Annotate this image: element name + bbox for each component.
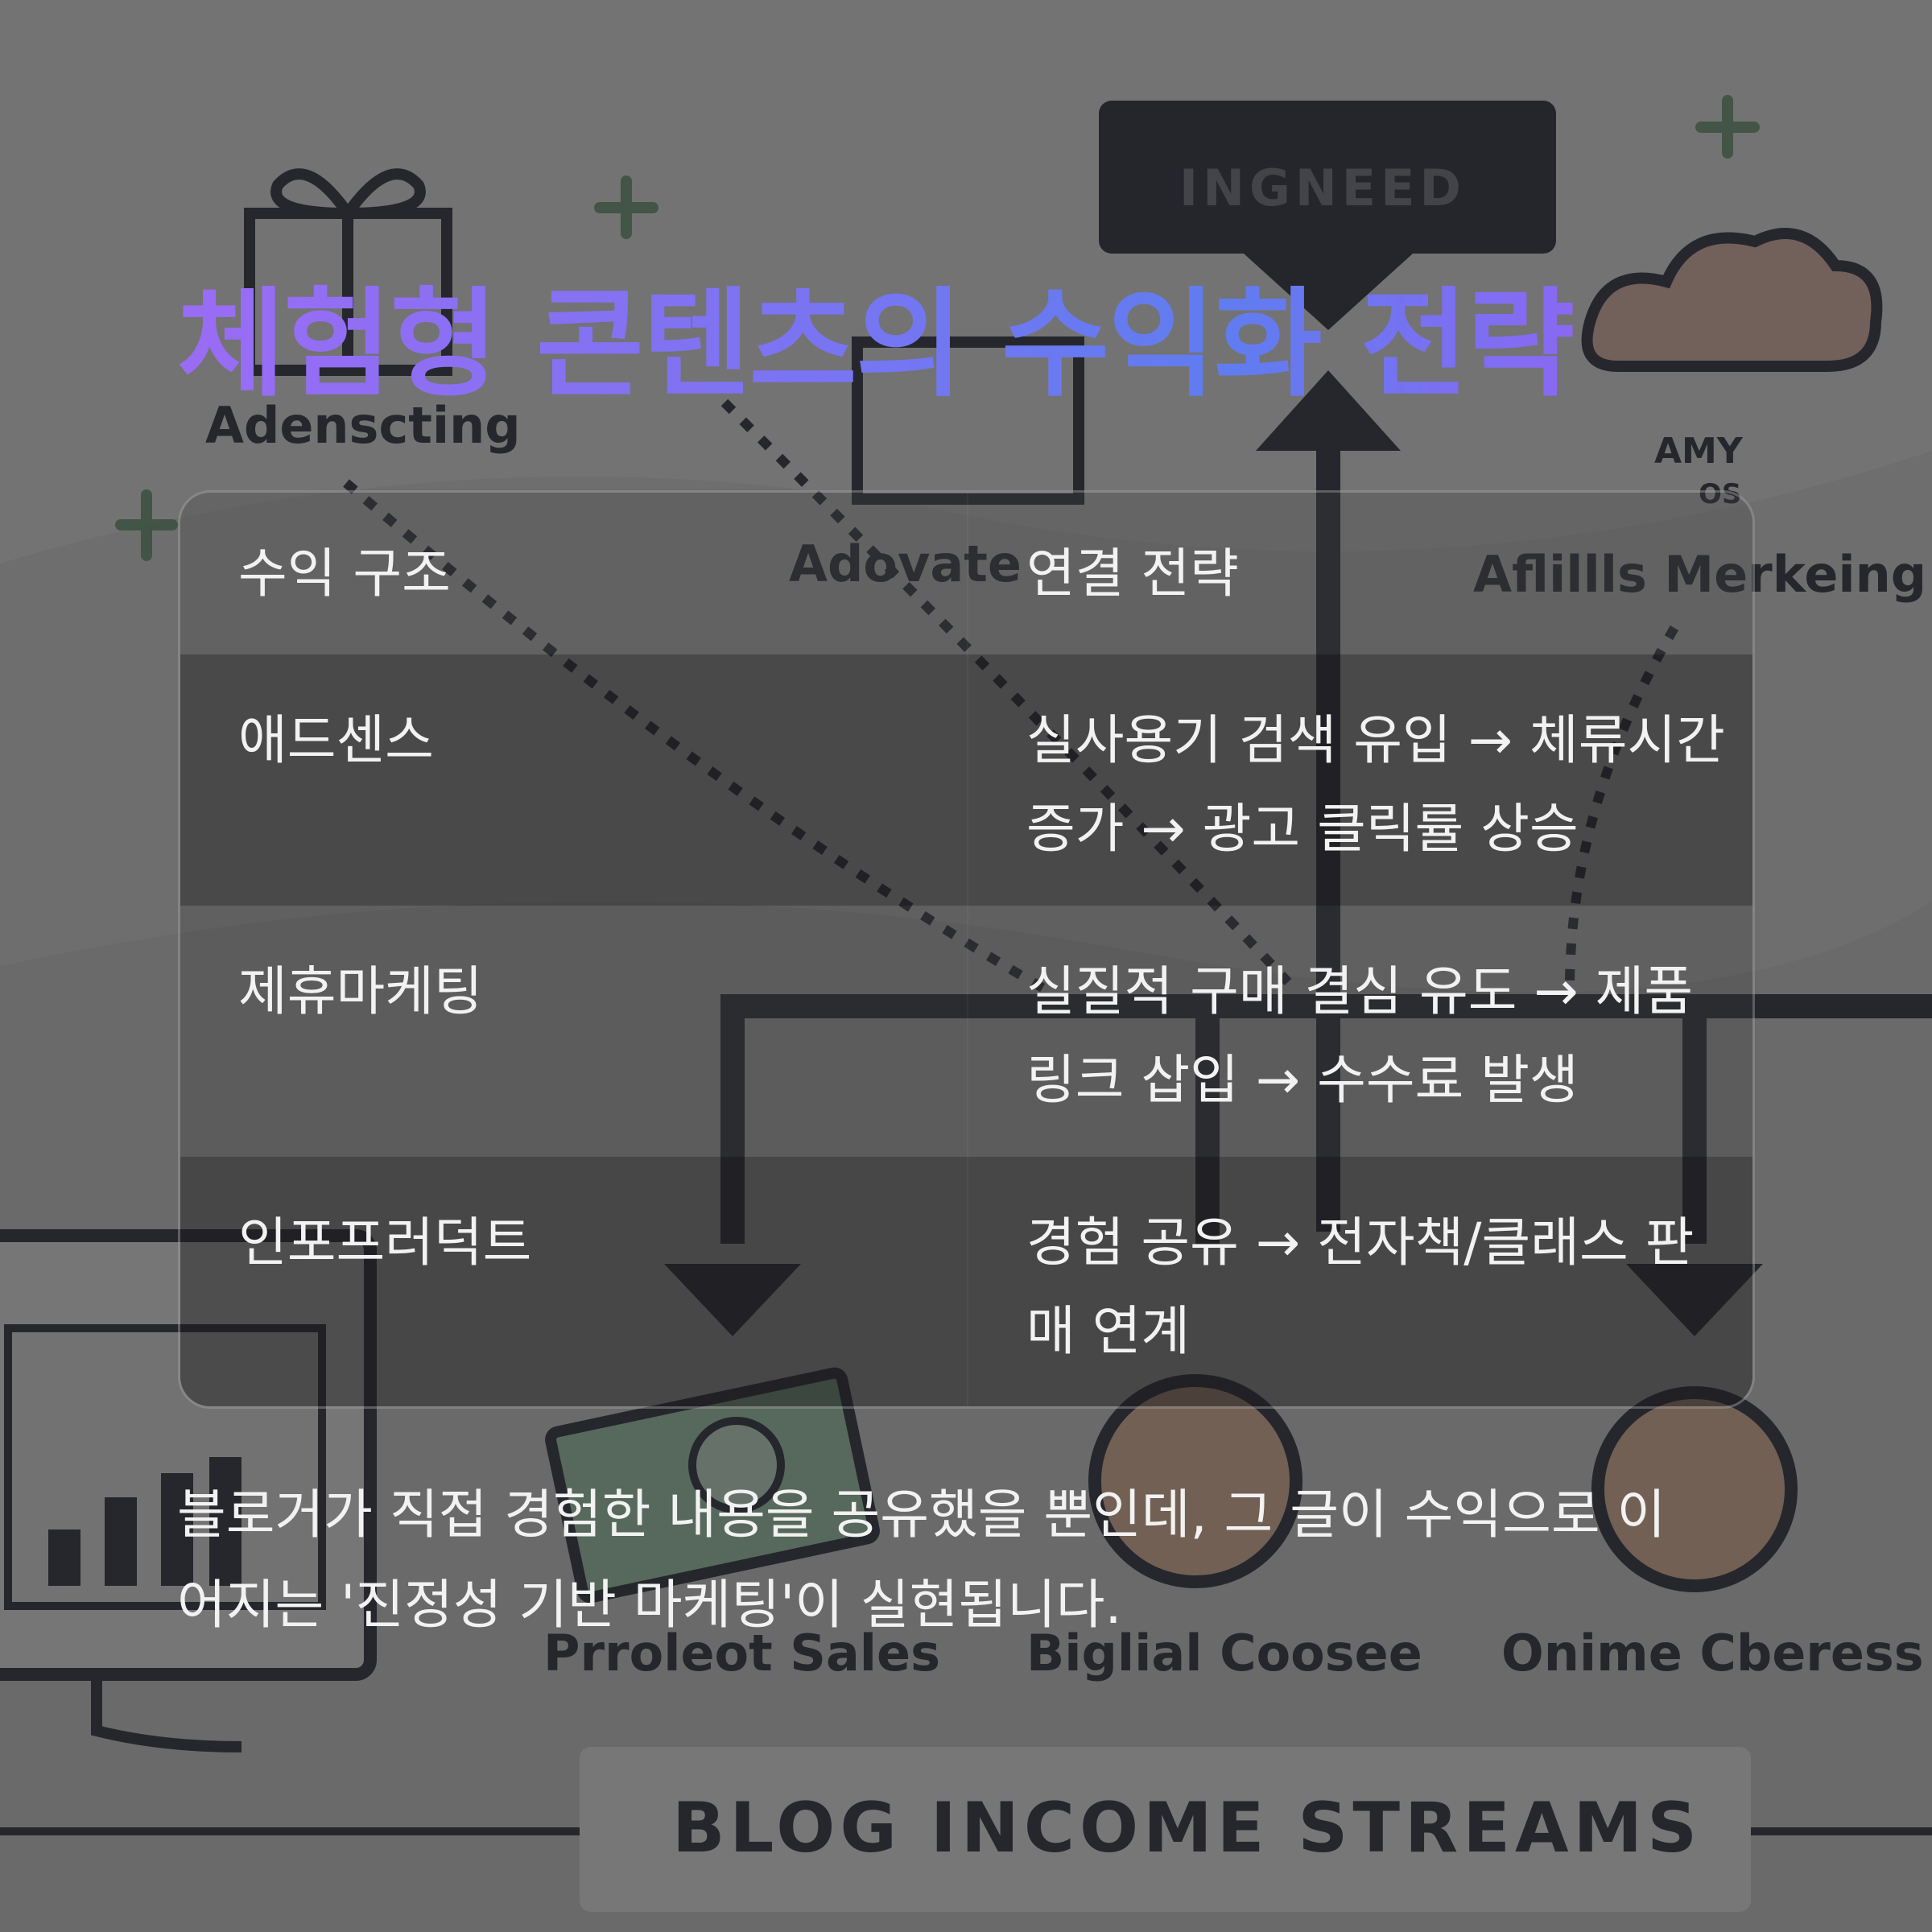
table-cell: 제휴마케팅 [180,906,967,1157]
revenue-type: 애드센스 [238,709,434,771]
table-header-row: 수익 구조 연결 전략 [180,493,1752,654]
table-cell: 실사용기 검색 유입 → 체류시간 증가 → 광고 클릭률 상승 [967,654,1752,906]
table-row: 인포프러덕트 경험 공유 → 전자책/클래스 판매 연계 [180,1157,1752,1406]
revenue-type: 인포프러덕트 [238,1212,532,1274]
page-title: 체험형 콘텐츠의 수익화 전략 [177,276,1575,413]
table-cell: 경험 공유 → 전자책/클래스 판매 연계 [967,1157,1752,1406]
table-row: 애드센스 실사용기 검색 유입 → 체류시간 증가 → 광고 클릭률 상승 [180,654,1752,906]
header-cell: 연결 전략 [967,493,1752,654]
table-cell: 애드센스 [180,654,967,906]
table-cell: 실질적 구매 결심 유도 → 제품 링크 삽입 → 수수료 발생 [967,906,1752,1157]
header-cell: 수익 구조 [180,493,967,654]
strategy-text: 실질적 구매 결심 유도 → 제품 링크 삽입 → 수수료 발생 [1026,960,1694,1111]
column-header-revenue-structure: 수익 구조 [238,543,451,605]
strategy-text: 경험 공유 → 전자책/클래스 판매 연계 [1026,1212,1695,1362]
strategy-table: 수익 구조 연결 전략 애드센스 실사용기 검색 유입 → 체류시간 증가 → … [178,490,1755,1409]
table-row: 제휴마케팅 실질적 구매 결심 유도 → 제품 링크 삽입 → 수수료 발생 [180,906,1752,1157]
strategy-text: 실사용기 검색 유입 → 체류시간 증가 → 광고 클릭률 상승 [1026,709,1725,860]
table-cell: 인포프러덕트 [180,1157,967,1406]
caption-text: 블로거가 직접 경험한 내용을 공유했을 뿐인데, 그 글이 수익으로 이어지는… [177,1484,1666,1636]
column-header-connection-strategy: 연결 전략 [1026,543,1239,605]
revenue-type: 제휴마케팅 [238,960,483,1022]
